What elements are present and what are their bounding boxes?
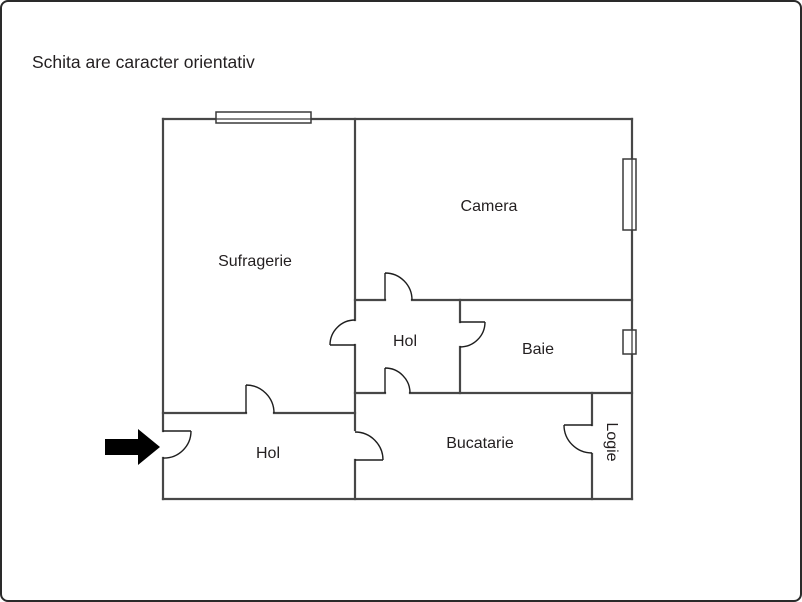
window-sufragerie bbox=[215, 111, 312, 124]
room-label-hol-entry: Hol bbox=[256, 445, 280, 462]
doors bbox=[162, 272, 593, 461]
window-baie bbox=[622, 329, 637, 355]
door-sufragerie-hol-entry bbox=[245, 384, 275, 414]
door-entry bbox=[162, 430, 192, 459]
room-label-camera: Camera bbox=[461, 198, 518, 215]
room-label-baie: Baie bbox=[522, 341, 554, 358]
window-camera bbox=[622, 158, 637, 231]
door-bucatarie-logie bbox=[563, 424, 593, 454]
entrance-arrow-icon bbox=[105, 429, 160, 465]
walls bbox=[161, 117, 634, 501]
disclaimer-title: Schita are caracter orientativ bbox=[32, 52, 255, 72]
windows bbox=[215, 111, 637, 355]
room-label-logie: Logie bbox=[603, 422, 620, 461]
door-hol-baie bbox=[459, 321, 486, 348]
door-hol-entry-bucatarie bbox=[354, 431, 384, 461]
door-hol-camera bbox=[384, 272, 413, 301]
door-hol-bucatarie bbox=[384, 367, 411, 394]
room-label-bucatarie: Bucatarie bbox=[446, 435, 514, 452]
room-labels: Sufragerie Camera Hol Baie Hol Bucatarie… bbox=[218, 198, 620, 462]
room-label-sufragerie: Sufragerie bbox=[218, 253, 292, 270]
room-label-hol-central: Hol bbox=[393, 333, 417, 350]
door-sufragerie-hol-central bbox=[329, 319, 356, 346]
